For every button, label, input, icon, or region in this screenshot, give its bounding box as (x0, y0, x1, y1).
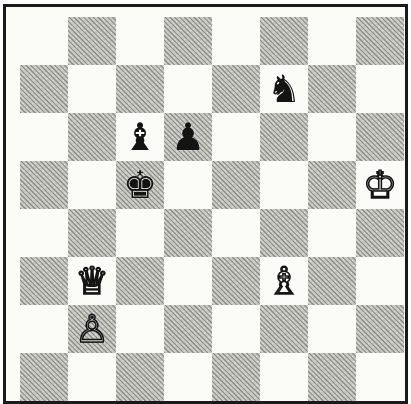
square-c5[interactable]: ♚ (116, 161, 164, 209)
square-g3[interactable] (308, 257, 356, 305)
square-a6[interactable] (20, 113, 68, 161)
square-b3[interactable]: ♕ (68, 257, 116, 305)
square-b2[interactable]: ♙ (68, 305, 116, 353)
square-b4[interactable] (68, 209, 116, 257)
square-g1[interactable] (308, 353, 356, 401)
board-frame: ♞ ♝ ♟ ♚ ♔ ♕ ♗ ♙ (3, 4, 408, 404)
square-d6[interactable]: ♟ (164, 113, 212, 161)
square-b6[interactable] (68, 113, 116, 161)
square-a3[interactable] (20, 257, 68, 305)
square-e3[interactable] (212, 257, 260, 305)
square-e6[interactable] (212, 113, 260, 161)
square-e5[interactable] (212, 161, 260, 209)
white-pawn-icon[interactable]: ♙ (75, 310, 109, 348)
black-king-icon[interactable]: ♚ (123, 166, 157, 204)
square-f6[interactable] (260, 113, 308, 161)
square-f2[interactable] (260, 305, 308, 353)
square-h8[interactable] (356, 17, 404, 65)
square-c7[interactable] (116, 65, 164, 113)
square-c2[interactable] (116, 305, 164, 353)
square-c8[interactable] (116, 17, 164, 65)
square-g5[interactable] (308, 161, 356, 209)
square-b5[interactable] (68, 161, 116, 209)
square-b7[interactable] (68, 65, 116, 113)
square-h3[interactable] (356, 257, 404, 305)
square-g7[interactable] (308, 65, 356, 113)
square-f3[interactable]: ♗ (260, 257, 308, 305)
chess-board: ♞ ♝ ♟ ♚ ♔ ♕ ♗ ♙ (20, 17, 404, 401)
square-e4[interactable] (212, 209, 260, 257)
square-d8[interactable] (164, 17, 212, 65)
square-g8[interactable] (308, 17, 356, 65)
black-pawn-icon[interactable]: ♟ (171, 118, 205, 156)
square-d2[interactable] (164, 305, 212, 353)
square-c6[interactable]: ♝ (116, 113, 164, 161)
white-bishop-icon[interactable]: ♗ (267, 262, 301, 300)
square-d3[interactable] (164, 257, 212, 305)
square-b1[interactable] (68, 353, 116, 401)
square-a2[interactable] (20, 305, 68, 353)
square-d1[interactable] (164, 353, 212, 401)
square-d4[interactable] (164, 209, 212, 257)
square-f8[interactable] (260, 17, 308, 65)
square-c1[interactable] (116, 353, 164, 401)
square-f1[interactable] (260, 353, 308, 401)
square-f5[interactable] (260, 161, 308, 209)
square-a1[interactable] (20, 353, 68, 401)
square-g2[interactable] (308, 305, 356, 353)
square-h2[interactable] (356, 305, 404, 353)
white-queen-icon[interactable]: ♕ (75, 262, 109, 300)
square-e8[interactable] (212, 17, 260, 65)
square-h4[interactable] (356, 209, 404, 257)
square-g4[interactable] (308, 209, 356, 257)
square-g6[interactable] (308, 113, 356, 161)
square-c3[interactable] (116, 257, 164, 305)
square-a4[interactable] (20, 209, 68, 257)
black-knight-icon[interactable]: ♞ (267, 70, 301, 108)
square-h6[interactable] (356, 113, 404, 161)
square-h5[interactable]: ♔ (356, 161, 404, 209)
square-a5[interactable] (20, 161, 68, 209)
white-king-icon[interactable]: ♔ (363, 166, 397, 204)
square-d5[interactable] (164, 161, 212, 209)
square-e7[interactable] (212, 65, 260, 113)
square-c4[interactable] (116, 209, 164, 257)
black-bishop-icon[interactable]: ♝ (123, 118, 157, 156)
square-h7[interactable] (356, 65, 404, 113)
square-a7[interactable] (20, 65, 68, 113)
square-f4[interactable] (260, 209, 308, 257)
square-d7[interactable] (164, 65, 212, 113)
square-f7[interactable]: ♞ (260, 65, 308, 113)
square-e2[interactable] (212, 305, 260, 353)
square-h1[interactable] (356, 353, 404, 401)
square-e1[interactable] (212, 353, 260, 401)
square-a8[interactable] (20, 17, 68, 65)
square-b8[interactable] (68, 17, 116, 65)
